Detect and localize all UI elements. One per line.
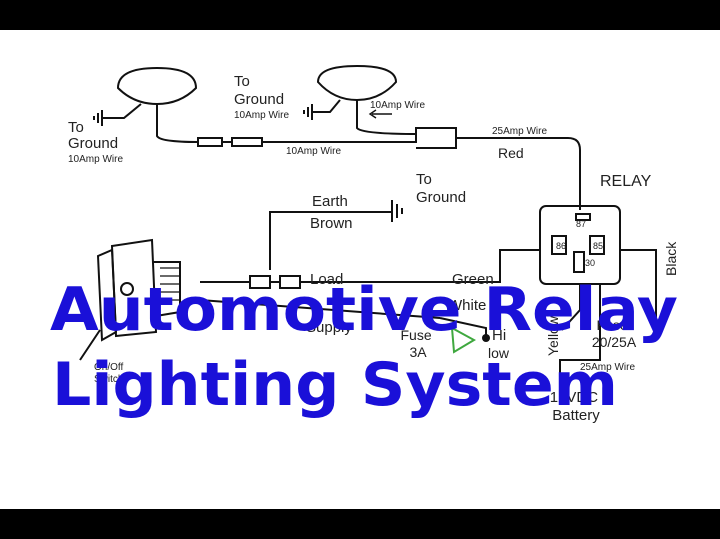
wire-25amp-bottom-label: 25Amp Wire (580, 362, 635, 373)
ground-symbol-mid (303, 104, 313, 120)
pin-85-label: 85 (593, 241, 603, 251)
letterbox-top (0, 0, 720, 30)
wire-25amp-top-label: 25Amp Wire (492, 126, 547, 137)
overlay-title-line2: Lighting System (52, 350, 618, 420)
relay-label: RELAY (600, 173, 652, 190)
pin-87-label: 87 (576, 219, 586, 229)
load-label: Load (310, 271, 343, 288)
to-ground-earth-label: To Ground (416, 171, 466, 206)
lamp-left (116, 66, 198, 106)
supply-label: Supply (306, 319, 352, 336)
black-wire-label: Black (663, 241, 679, 276)
battery-label: 12VDC Battery (550, 389, 603, 424)
wire-10amp-left-label: 10Amp Wire (68, 154, 123, 165)
yellow-wire-label: Yellow (545, 315, 561, 356)
low-label: low (488, 345, 510, 361)
ground-symbol-earth (391, 200, 403, 222)
brown-label: Brown (310, 215, 353, 232)
on-off-label: On/Off (94, 362, 123, 373)
wire-10amp-right-label: 10Amp Wire (370, 100, 425, 111)
switch-label: Switch (94, 374, 123, 385)
wiring-diagram: To Ground 10Amp Wire To Ground 10Amp Wir… (0, 30, 720, 509)
white-label: White (448, 297, 486, 314)
hi-label: Hi (492, 327, 506, 344)
fuse-3a-symbol (450, 326, 477, 354)
earth-label: Earth (312, 193, 348, 210)
overlay-title-line1: Automotive Relay (50, 275, 678, 345)
fuse-3a-label: Fuse 3A (400, 327, 435, 360)
lamp-right (316, 64, 398, 102)
wire-10amp-bottom-label: 10Amp Wire (286, 146, 341, 157)
green-label: Green (452, 271, 494, 288)
pin-86-label: 86 (556, 241, 566, 251)
wire-10amp-mid-label: 10Amp Wire (234, 110, 289, 121)
fuse-20-25a-label: Fuse 20/25A (592, 317, 637, 350)
to-ground-mid-label: To Ground (234, 73, 284, 108)
letterbox-bottom (0, 509, 720, 539)
to-ground-left-label: To Ground (68, 119, 118, 152)
pin-30-label: 30 (585, 258, 595, 268)
ground-symbol-left (93, 110, 103, 126)
diagram-svg: To Ground 10Amp Wire To Ground 10Amp Wir… (50, 64, 679, 424)
red-wire-label: Red (498, 145, 524, 161)
